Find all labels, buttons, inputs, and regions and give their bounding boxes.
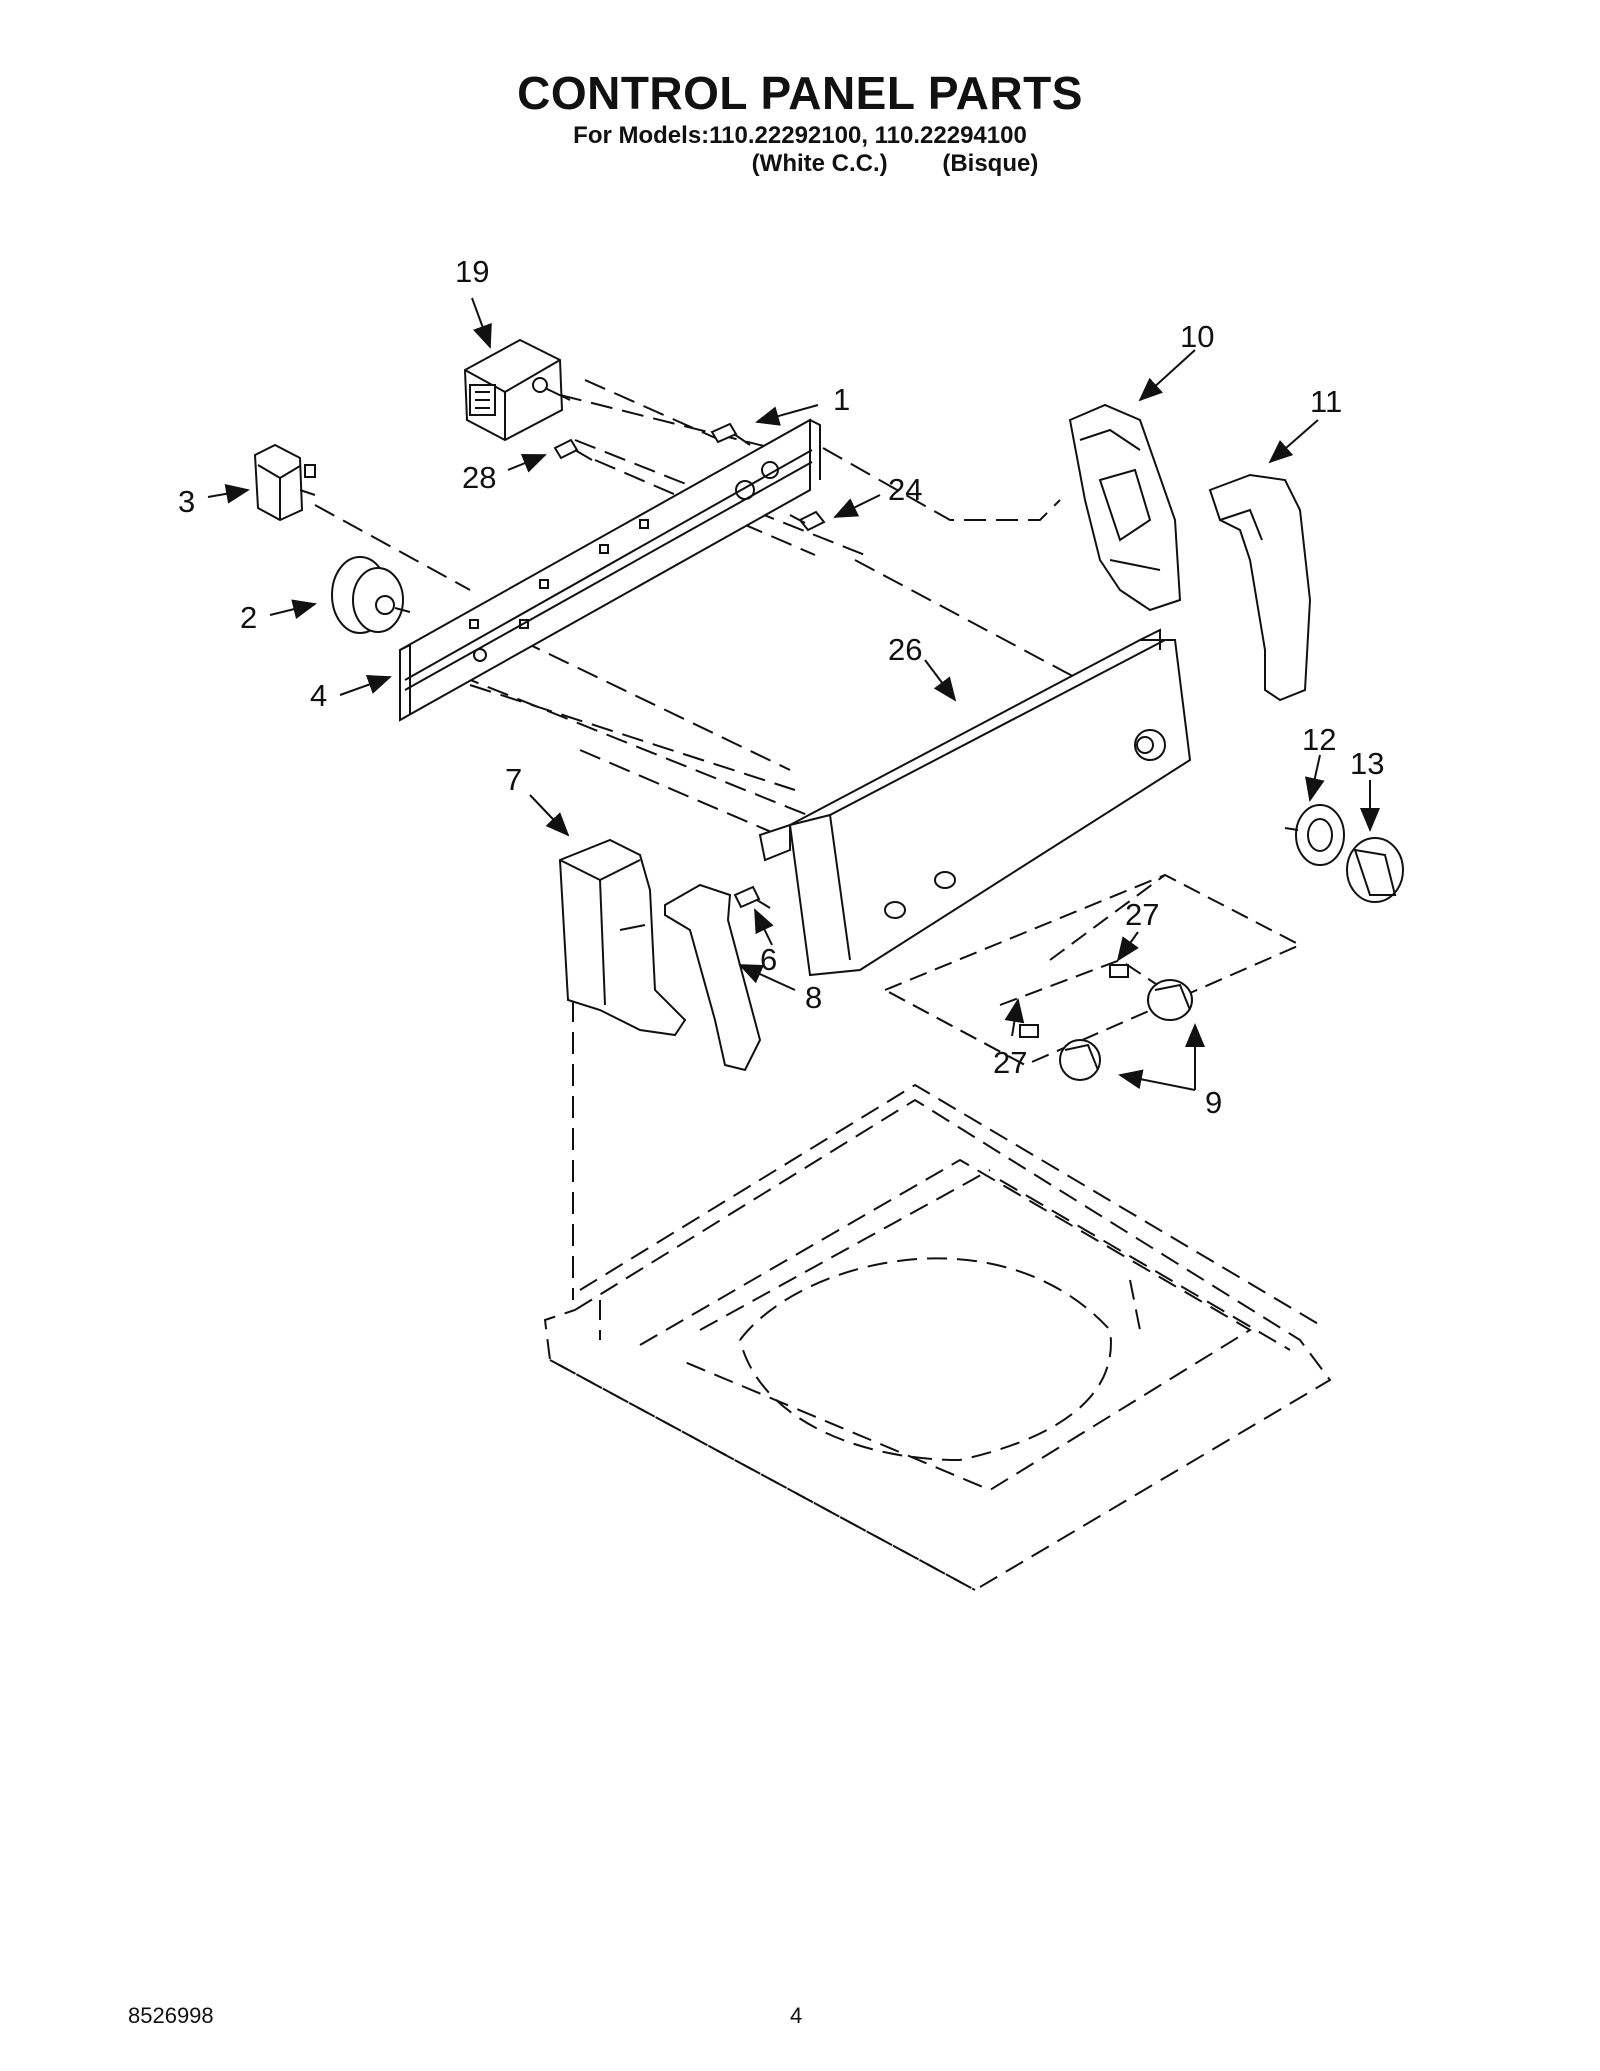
leader-arrows (207, 297, 1380, 1091)
variant-white: (White C.C.) (751, 150, 888, 177)
part-12-knob-base (1284, 804, 1345, 866)
callout-11: 11 (1310, 384, 1342, 419)
part-10-end-cap (1068, 403, 1182, 612)
part-6-screw (733, 885, 771, 909)
callout-19: 19 (455, 254, 489, 289)
part-9-knob-set (882, 873, 1303, 1081)
part-26-control-panel (758, 628, 1192, 977)
callout-13: 13 (1350, 746, 1384, 781)
assembly-lines (314, 379, 1081, 1300)
part-3-switch (253, 443, 316, 522)
callout-3: 3 (178, 484, 195, 519)
callout-24: 24 (888, 472, 922, 507)
callout-1: 1 (833, 382, 850, 417)
document-number: 8526998 (128, 2003, 214, 2028)
page-title: CONTROL PANEL PARTS (517, 67, 1083, 119)
part-1-screw (710, 422, 751, 446)
callout-4: 4 (310, 678, 327, 713)
callout-10: 10 (1180, 319, 1214, 354)
part-2-timer (331, 556, 411, 634)
callout-26: 26 (888, 632, 922, 667)
variant-bisque: (Bisque) (942, 150, 1039, 177)
part-13-knob (1346, 837, 1404, 903)
callout-27-upper: 27 (1125, 897, 1159, 932)
part-11-trim (1208, 473, 1312, 702)
cabinet-top-outline (543, 1083, 1332, 1592)
callout-7: 7 (505, 762, 522, 797)
page-header: CONTROL PANEL PARTS For Models:110.22292… (0, 66, 1600, 178)
part-19-switch (463, 338, 571, 442)
part-4-console-bracket (399, 418, 821, 722)
callout-6: 6 (760, 942, 777, 977)
part-8-trim (664, 883, 762, 1072)
model-variants: (White C.C.) (Bisque) (0, 150, 1600, 178)
callout-9: 9 (1205, 1085, 1222, 1120)
model-numbers: For Models:110.22292100, 110.22294100 (573, 122, 1027, 149)
part-24-screw (789, 510, 826, 532)
part-28-screw (553, 438, 593, 461)
callout-labels: 19 1 28 24 3 2 4 10 11 26 7 6 8 12 13 27… (178, 254, 1384, 1120)
page-number: 4 (790, 2003, 803, 2028)
callout-28: 28 (462, 460, 496, 495)
callout-8: 8 (805, 980, 822, 1015)
callout-27-lower: 27 (993, 1045, 1027, 1080)
part-7-end-cap (558, 838, 687, 1037)
callout-12: 12 (1302, 722, 1336, 757)
callout-2: 2 (240, 600, 257, 635)
